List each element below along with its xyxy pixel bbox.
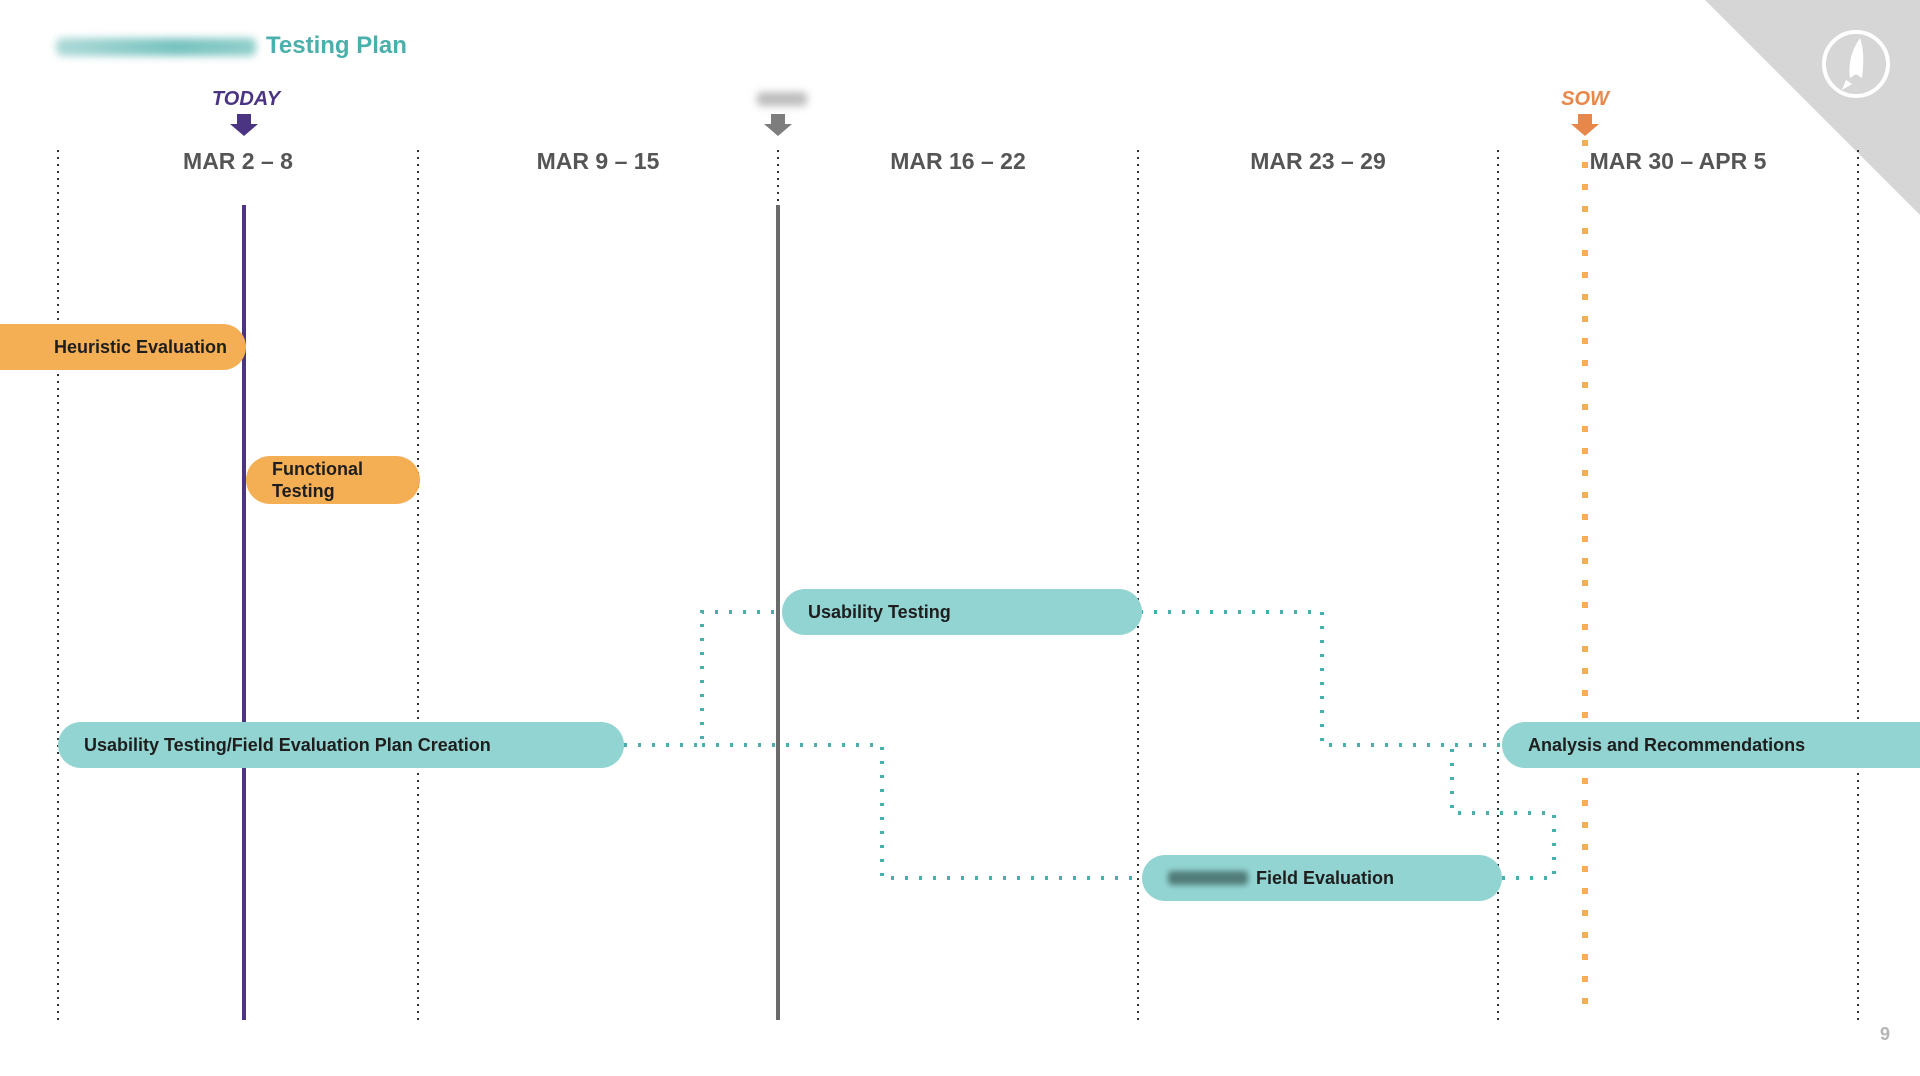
- task-analysis-recommendations[interactable]: Analysis and Recommendations: [1502, 722, 1920, 768]
- page-number: 9: [1879, 1024, 1890, 1044]
- corner-triangle: [1705, 0, 1920, 215]
- task-functional-testing[interactable]: Functional Testing: [246, 456, 420, 504]
- page-title: Testing Plan: [266, 32, 407, 59]
- task-usability-testing[interactable]: Usability Testing: [782, 589, 1142, 635]
- task-label: Heuristic Evaluation: [54, 337, 228, 357]
- task-label: Usability Testing/Field Evaluation Plan …: [84, 735, 491, 755]
- week-label: MAR 16 – 22: [890, 148, 1026, 174]
- hidden-marker-arrow: [764, 114, 792, 136]
- redacted-title-prefix: [56, 38, 256, 56]
- week-label: MAR 9 – 15: [536, 148, 660, 174]
- task-label: Field Evaluation: [1256, 868, 1395, 888]
- redacted-task-prefix: [1168, 871, 1248, 885]
- task-label: Usability Testing: [808, 602, 951, 622]
- week-label: MAR 23 – 29: [1250, 148, 1386, 174]
- task-field-evaluation[interactable]: Field Evaluation: [1142, 855, 1502, 901]
- sow-marker-label: SOW: [1561, 88, 1609, 110]
- task-label: Analysis and Recommendations: [1528, 735, 1806, 755]
- connector-plan-to-field: [702, 743, 1142, 880]
- week-label: MAR 2 – 8: [183, 148, 293, 174]
- task-plan-creation[interactable]: Usability Testing/Field Evaluation Plan …: [58, 722, 624, 768]
- week-label: MAR 30 – APR 5: [1589, 148, 1767, 174]
- task-heuristic-evaluation[interactable]: Heuristic Evaluation: [0, 324, 246, 370]
- connector-plan-to-usability: [624, 610, 780, 747]
- sow-marker-arrow: [1571, 114, 1599, 136]
- dependency-connectors: [624, 610, 1556, 880]
- redacted-marker-label: [757, 92, 807, 106]
- rocket-logo-icon: [1822, 30, 1890, 98]
- today-marker-label: TODAY: [211, 88, 281, 110]
- today-marker-arrow: [230, 114, 258, 136]
- connector-usability-to-analysis: [1140, 610, 1502, 747]
- task-label: Functional Testing: [272, 459, 363, 501]
